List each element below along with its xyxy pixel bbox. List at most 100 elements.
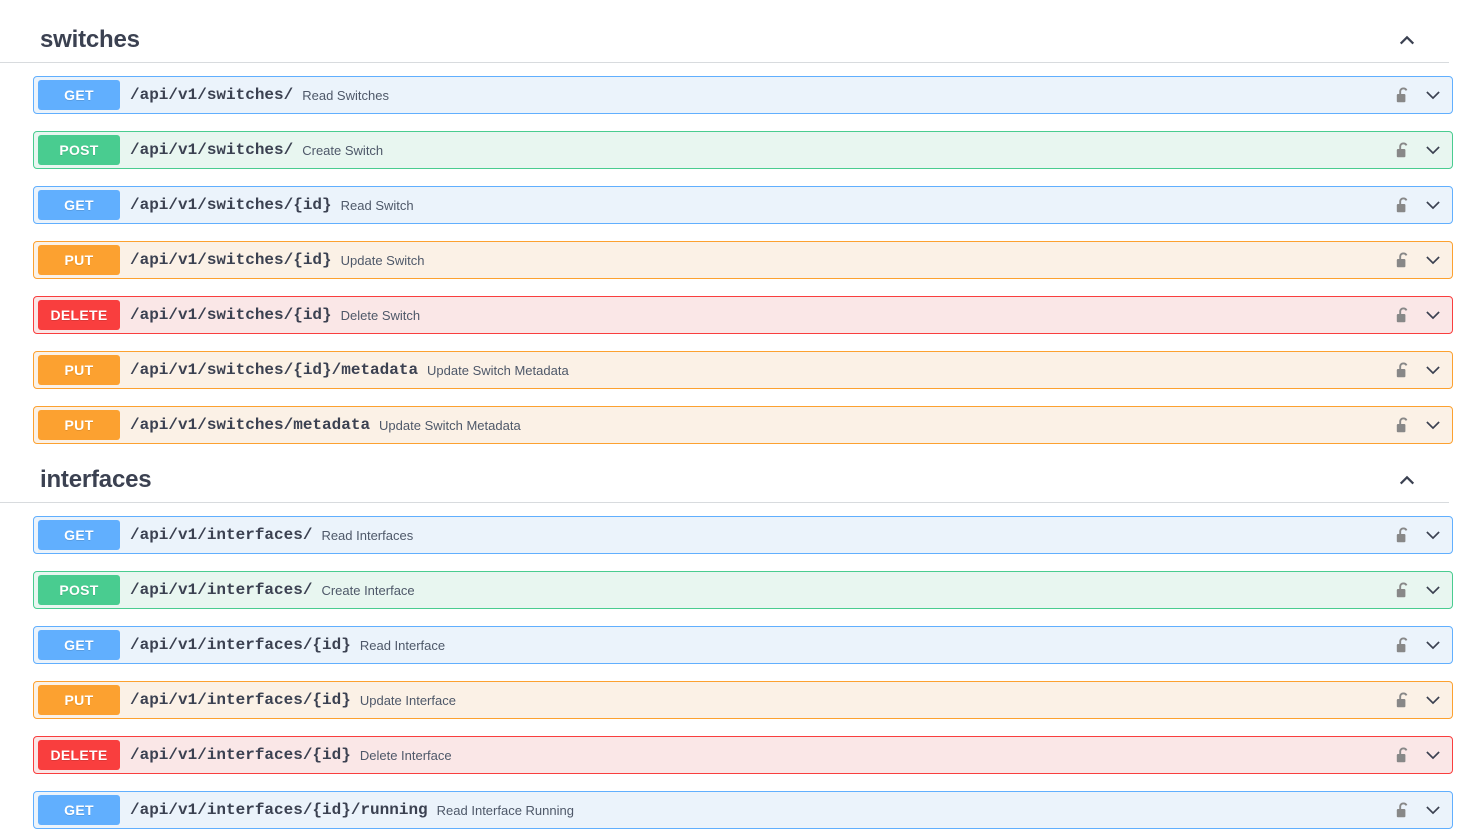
chevron-down-icon[interactable] — [1420, 194, 1446, 216]
unlocked-padlock-icon[interactable] — [1392, 84, 1414, 106]
operation-path: /api/v1/switches/{id} — [130, 306, 332, 324]
chevron-down-icon[interactable] — [1420, 359, 1446, 381]
operation-controls — [1392, 414, 1446, 436]
operation-summary: Read Interfaces — [321, 527, 414, 543]
operation-summary: Read Switch — [340, 197, 414, 213]
operation-path: /api/v1/switches/ — [130, 86, 294, 104]
operation-summary: Create Switch — [302, 142, 384, 158]
method-badge-put: PUT — [38, 685, 120, 715]
method-badge-delete: DELETE — [38, 740, 120, 770]
tag-title: switches — [40, 26, 140, 53]
operation-row[interactable]: GET/api/v1/interfaces/{id}/running Read I… — [33, 791, 1453, 829]
operation-controls — [1392, 579, 1446, 601]
operation-summary: Update Switch — [340, 252, 425, 268]
operation-summary: Delete Switch — [340, 307, 421, 323]
operation-path: /api/v1/switches/ — [130, 141, 294, 159]
chevron-down-icon[interactable] — [1420, 579, 1446, 601]
operation-row[interactable]: GET/api/v1/switches/{id} Read Switch — [33, 186, 1453, 224]
tag-header-interfaces[interactable]: interfaces — [0, 458, 1449, 503]
operation-controls — [1392, 799, 1446, 821]
chevron-down-icon[interactable] — [1420, 799, 1446, 821]
operation-row[interactable]: DELETE/api/v1/switches/{id} Delete Switch — [33, 296, 1453, 334]
operation-summary: Read Interface Running — [436, 802, 574, 818]
chevron-down-icon[interactable] — [1420, 84, 1446, 106]
operation-controls — [1392, 744, 1446, 766]
operation-row[interactable]: DELETE/api/v1/interfaces/{id} Delete Inte… — [33, 736, 1453, 774]
operation-summary: Create Interface — [321, 582, 415, 598]
chevron-up-icon[interactable] — [1394, 27, 1420, 53]
operation-controls — [1392, 84, 1446, 106]
operation-controls — [1392, 524, 1446, 546]
method-badge-post: POST — [38, 575, 120, 605]
method-badge-put: PUT — [38, 355, 120, 385]
method-badge-post: POST — [38, 135, 120, 165]
method-badge-get: GET — [38, 80, 120, 110]
operation-row[interactable]: PUT/api/v1/switches/{id} Update Switch — [33, 241, 1453, 279]
chevron-down-icon[interactable] — [1420, 524, 1446, 546]
operation-summary: Update Interface — [359, 692, 456, 708]
tag-header-switches[interactable]: switches — [0, 18, 1449, 63]
unlocked-padlock-icon[interactable] — [1392, 634, 1414, 656]
operation-row[interactable]: GET/api/v1/interfaces/{id} Read Interface — [33, 626, 1453, 664]
unlocked-padlock-icon[interactable] — [1392, 359, 1414, 381]
method-badge-get: GET — [38, 795, 120, 825]
unlocked-padlock-icon[interactable] — [1392, 744, 1414, 766]
operation-row[interactable]: PUT/api/v1/interfaces/{id} Update Interfa… — [33, 681, 1453, 719]
operation-row[interactable]: PUT/api/v1/switches/{id}/metadata Update … — [33, 351, 1453, 389]
chevron-down-icon[interactable] — [1420, 249, 1446, 271]
unlocked-padlock-icon[interactable] — [1392, 304, 1414, 326]
operation-path: /api/v1/interfaces/ — [130, 581, 313, 599]
unlocked-padlock-icon[interactable] — [1392, 524, 1414, 546]
unlocked-padlock-icon[interactable] — [1392, 579, 1414, 601]
chevron-down-icon[interactable] — [1420, 744, 1446, 766]
operation-summary: Update Switch Metadata — [379, 417, 521, 433]
operation-path: /api/v1/interfaces/ — [130, 526, 313, 544]
chevron-down-icon[interactable] — [1420, 139, 1446, 161]
operation-summary: Update Switch Metadata — [427, 362, 569, 378]
chevron-down-icon[interactable] — [1420, 689, 1446, 711]
unlocked-padlock-icon[interactable] — [1392, 799, 1414, 821]
method-badge-get: GET — [38, 520, 120, 550]
operation-controls — [1392, 304, 1446, 326]
operation-controls — [1392, 249, 1446, 271]
tag-title: interfaces — [40, 466, 152, 493]
method-badge-get: GET — [38, 630, 120, 660]
method-badge-put: PUT — [38, 245, 120, 275]
operation-path: /api/v1/switches/{id}/metadata — [130, 361, 419, 379]
unlocked-padlock-icon[interactable] — [1392, 414, 1414, 436]
operation-path: /api/v1/interfaces/{id} — [130, 746, 351, 764]
operation-row[interactable]: POST/api/v1/switches/Create Switch — [33, 131, 1453, 169]
operation-row[interactable]: PUT/api/v1/switches/metadata Update Switc… — [33, 406, 1453, 444]
unlocked-padlock-icon[interactable] — [1392, 139, 1414, 161]
operation-path: /api/v1/switches/metadata — [130, 416, 371, 434]
unlocked-padlock-icon[interactable] — [1392, 194, 1414, 216]
operation-controls — [1392, 634, 1446, 656]
operation-summary: Read Interface — [359, 637, 446, 653]
chevron-down-icon[interactable] — [1420, 304, 1446, 326]
operation-path: /api/v1/interfaces/{id}/running — [130, 801, 428, 819]
chevron-down-icon[interactable] — [1420, 634, 1446, 656]
operation-summary: Read Switches — [302, 87, 389, 103]
unlocked-padlock-icon[interactable] — [1392, 689, 1414, 711]
operation-path: /api/v1/interfaces/{id} — [130, 691, 351, 709]
operation-path: /api/v1/interfaces/{id} — [130, 636, 351, 654]
operation-path: /api/v1/switches/{id} — [130, 196, 332, 214]
method-badge-put: PUT — [38, 410, 120, 440]
operation-row[interactable]: POST/api/v1/interfaces/Create Interface — [33, 571, 1453, 609]
method-badge-get: GET — [38, 190, 120, 220]
chevron-up-icon[interactable] — [1394, 467, 1420, 493]
unlocked-padlock-icon[interactable] — [1392, 249, 1414, 271]
chevron-down-icon[interactable] — [1420, 414, 1446, 436]
operation-summary: Delete Interface — [359, 747, 452, 763]
operation-controls — [1392, 139, 1446, 161]
operation-row[interactable]: GET/api/v1/switches/Read Switches — [33, 76, 1453, 114]
operation-path: /api/v1/switches/{id} — [130, 251, 332, 269]
method-badge-delete: DELETE — [38, 300, 120, 330]
operation-row[interactable]: GET/api/v1/interfaces/Read Interfaces — [33, 516, 1453, 554]
operation-controls — [1392, 689, 1446, 711]
